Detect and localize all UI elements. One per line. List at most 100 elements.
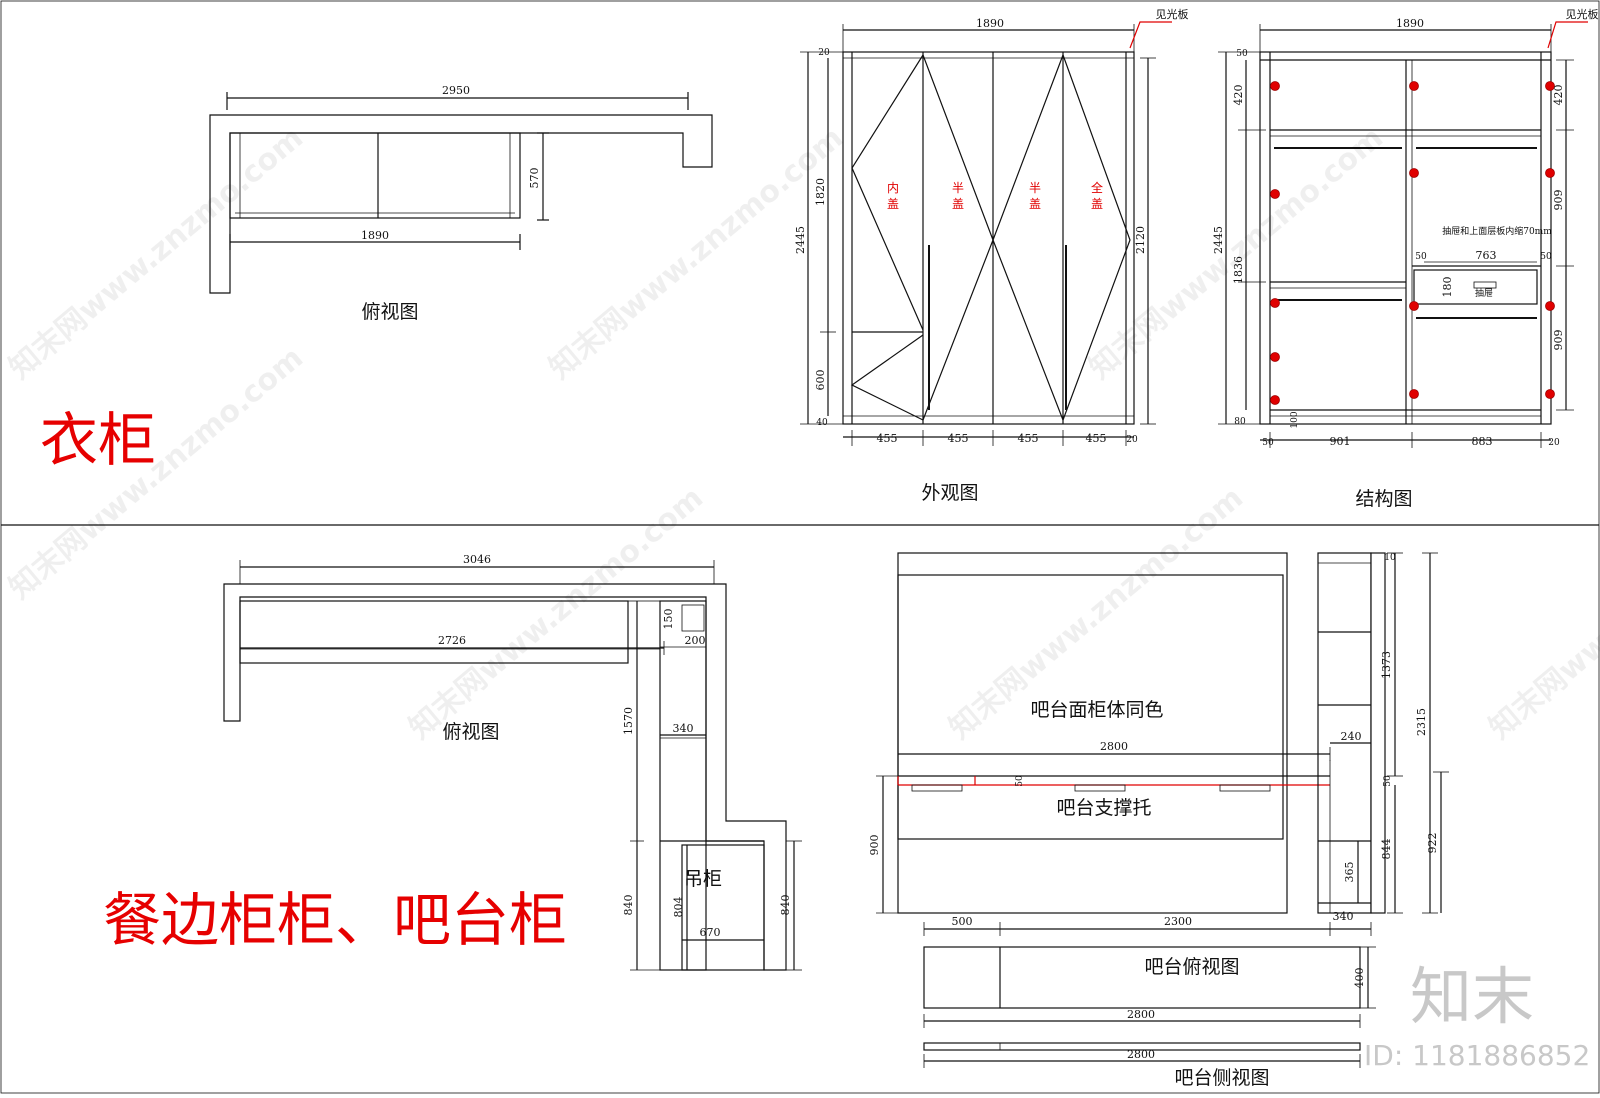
dim-909-a: 909 [1552, 190, 1565, 211]
dim-400: 400 [1353, 968, 1366, 989]
door-label-2b: 盖 [952, 197, 964, 211]
dim-804: 804 [672, 897, 685, 918]
dim-door-3: 455 [1018, 432, 1039, 445]
counter-side-caption: 吧台侧视图 [1174, 1067, 1269, 1089]
note-leader-struct [1547, 21, 1588, 49]
dim-1373: 1373 [1380, 651, 1393, 679]
door-4-swing [1062, 54, 1131, 421]
wardrobe-top-cabinet [229, 132, 521, 219]
dim-2300: 2300 [1164, 915, 1192, 928]
door-label-4b: 盖 [1091, 197, 1103, 211]
drawer-note: 抽屉和上面层板内缩70mm [1442, 225, 1552, 237]
door-label-3b: 盖 [1029, 197, 1041, 211]
counter-top-caption: 吧台俯视图 [1144, 956, 1239, 978]
dim-right-50: 50 [1383, 775, 1393, 787]
dim-door-2: 455 [948, 432, 969, 445]
dim-840-left: 840 [622, 895, 635, 916]
door-2-swing [922, 54, 994, 421]
dim-1890-struct: 1890 [1396, 17, 1424, 30]
drawer-label: 抽屉 [1475, 287, 1493, 299]
label-support: 吧台支撑托 [1056, 797, 1151, 819]
hardware-markers [1270, 81, 1555, 405]
dim-2315: 2315 [1415, 708, 1428, 736]
hinge-icon [1409, 301, 1419, 311]
watermark-text: 知末网www.znzmo.com [3, 120, 310, 386]
dim-840-right: 840 [779, 895, 792, 916]
dim-struct-w-2: 883 [1472, 435, 1493, 448]
wardrobe-top-caption: 俯视图 [361, 301, 418, 323]
dim-1570: 1570 [622, 707, 635, 735]
dim-2800-side: 2800 [1127, 1048, 1155, 1061]
dim-struct-w-0: 50 [1262, 438, 1274, 448]
hinge-icon [1545, 168, 1555, 178]
dim-2950: 2950 [442, 84, 470, 97]
dim-struct-bottom-small-2: 100 [1290, 411, 1300, 428]
dim-500: 500 [952, 915, 973, 928]
brand-id: ID: 1181886852 [1364, 1039, 1590, 1072]
sideboard-title: 餐边柜柜、吧台柜 [103, 886, 567, 954]
dim-2726: 2726 [438, 634, 466, 647]
dim-909-b: 909 [1552, 330, 1565, 351]
dim-2445-struct: 2445 [1212, 226, 1225, 254]
dim-door-1: 455 [877, 432, 898, 445]
dim-front-bottom-small: 40 [816, 418, 828, 428]
sideboard-long-cabinet [239, 600, 629, 664]
note-leader [1129, 21, 1172, 49]
dim-struct-bottom-small: 80 [1234, 417, 1246, 427]
dim-200: 200 [685, 634, 706, 647]
note-see-light-board: 见光板 [1156, 7, 1189, 21]
dim-420-left: 420 [1232, 85, 1245, 106]
door-3-swing [992, 54, 1064, 421]
hinge-icon [1270, 81, 1280, 91]
dim-150: 150 [662, 609, 675, 630]
dim-1820: 1820 [814, 178, 827, 206]
watermark-text: 知末网www.znzmo.com [1483, 480, 1600, 746]
bar-side-view: 2800 吧台侧视图 [923, 1042, 1361, 1089]
wardrobe-front-caption: 外观图 [921, 482, 978, 504]
dim-2120: 2120 [1134, 226, 1147, 254]
brand-logo: 知末 [1410, 960, 1534, 1033]
sideboard-top-caption: 俯视图 [442, 721, 499, 743]
hanging-cabinet [681, 844, 765, 971]
wardrobe-structure-caption: 结构图 [1355, 488, 1412, 510]
hanging-label: 吊柜 [684, 868, 722, 890]
sideboard-top-view: 吊柜 3046 2726 150 200 340 1570 840 804 67… [223, 553, 802, 971]
hinge-icon [1409, 389, 1419, 399]
dim-front-top-small: 20 [818, 48, 830, 58]
dim-922: 922 [1426, 833, 1439, 854]
dim-420-right: 420 [1552, 85, 1565, 106]
dim-2800-counter: 2800 [1100, 740, 1128, 753]
bar-top-view: 吧台俯视图 400 2800 [923, 946, 1376, 1028]
dim-door-4: 455 [1086, 432, 1107, 445]
hinge-icon [1270, 298, 1280, 308]
dim-50: 50 [1015, 775, 1025, 787]
hinge-icon [1270, 352, 1280, 362]
counter-side-rect [923, 1042, 1361, 1051]
dim-1836: 1836 [1232, 256, 1245, 284]
dim-struct-top-small: 50 [1236, 49, 1248, 59]
dim-570: 570 [528, 168, 541, 189]
hinge-icon [1270, 189, 1280, 199]
hinge-icon [1409, 168, 1419, 178]
dim-struct-w-1: 901 [1330, 435, 1351, 448]
dim-600: 600 [814, 370, 827, 391]
bar-elevation: 吧台面柜体同色 吧台支撑托 2800 50 240 900 500 2300 3… [868, 552, 1449, 936]
dim-670: 670 [700, 926, 721, 939]
door-label-4a: 全 [1091, 180, 1103, 195]
watermarks: 知末网www.znzmo.com 知末网www.znzmo.com 知末网www… [3, 120, 1600, 746]
dim-240: 240 [1341, 730, 1362, 743]
support-bracket-icon [1074, 784, 1126, 792]
hinge-icon [1545, 81, 1555, 91]
dim-3046: 3046 [463, 553, 491, 566]
dim-340: 340 [673, 722, 694, 735]
wardrobe-structure-view: 抽屉和上面层板内缩70mm 763 50 50 180 抽屉 1890 见光板 … [1212, 7, 1599, 510]
hinge-icon [1409, 81, 1419, 91]
hinge-icon [1545, 389, 1555, 399]
door-label-1b: 盖 [887, 197, 899, 211]
door-label-3a: 半 [1029, 181, 1041, 195]
drawer-handle-icon [1473, 281, 1497, 289]
door-label-1a: 内 [887, 181, 899, 195]
